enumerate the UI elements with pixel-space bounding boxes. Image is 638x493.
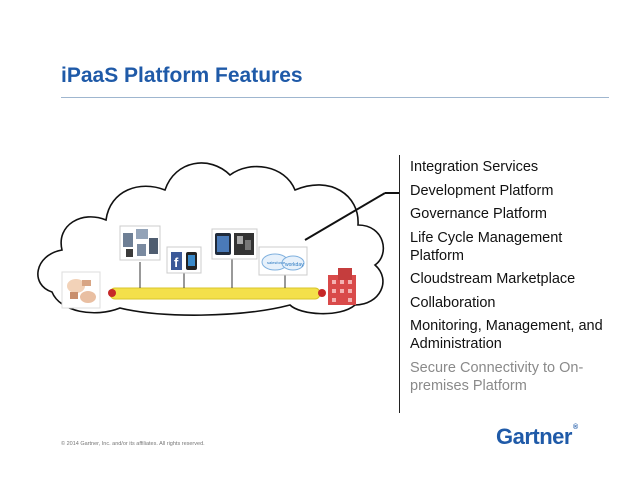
title-divider (61, 97, 609, 98)
svg-text:salesforce: salesforce (267, 260, 286, 265)
feature-item: Monitoring, Management, and Administrati… (410, 318, 603, 352)
logo-text: Gartner (496, 424, 572, 449)
feature-item: Collaboration (410, 294, 496, 311)
tablet-icon (211, 228, 258, 260)
bus-endpoint-right (318, 289, 326, 297)
integration-bus (109, 287, 321, 300)
feature-item: Development Platform (410, 182, 554, 199)
devices-icon (119, 225, 161, 261)
on-premise-icon (61, 271, 101, 309)
feature-item: Governance Platform (410, 206, 548, 222)
connector-line (304, 192, 386, 241)
feature-list-divider (399, 155, 400, 413)
feature-item: Cloudstream Marketplace (410, 271, 576, 287)
svg-text:workday: workday (285, 262, 304, 268)
facebook-icon: f (166, 246, 202, 274)
page-title: iPaaS Platform Features (61, 64, 303, 87)
feature-list: Integration Services Development Platfor… (410, 158, 620, 400)
copyright-notice: © 2014 Gartner, Inc. and/or its affiliat… (61, 441, 205, 447)
feature-item: Integration Services (410, 159, 539, 175)
saas-cloud-icon: salesforce workday (258, 246, 308, 276)
feature-item: Secure Connectivity to On-premises Platf… (410, 359, 584, 394)
gartner-logo: Gartner® (496, 424, 578, 449)
enterprise-building-icon (328, 268, 356, 305)
svg-text:f: f (174, 255, 179, 270)
feature-item: Life Cycle Management Platform (410, 229, 563, 264)
bus-endpoint-left (108, 289, 116, 297)
cloud-shape (37, 162, 385, 316)
